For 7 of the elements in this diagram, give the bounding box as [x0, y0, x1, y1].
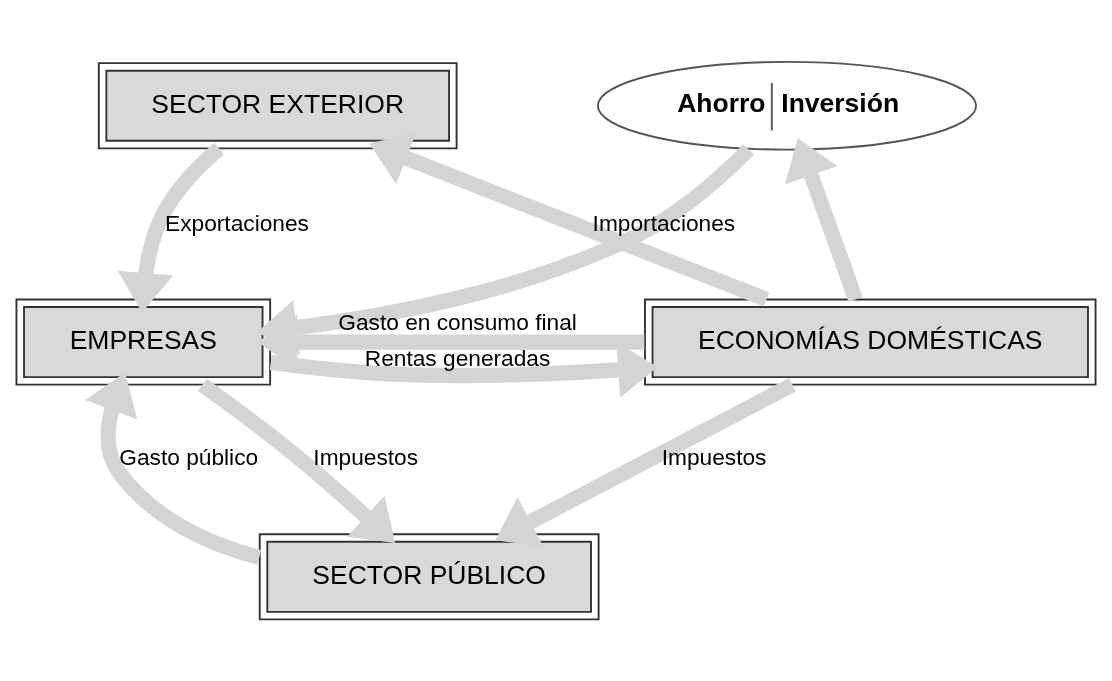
- edge-label: Importaciones: [592, 209, 736, 236]
- edge-label: Gasto público: [119, 444, 259, 471]
- edge-label: Rentas generadas: [364, 344, 551, 371]
- edge-label: Impuestos: [661, 444, 767, 471]
- edge-label: Impuestos: [313, 444, 419, 471]
- edge-label: Gasto en consumo final: [338, 308, 577, 335]
- edge-label: Exportaciones: [165, 209, 309, 236]
